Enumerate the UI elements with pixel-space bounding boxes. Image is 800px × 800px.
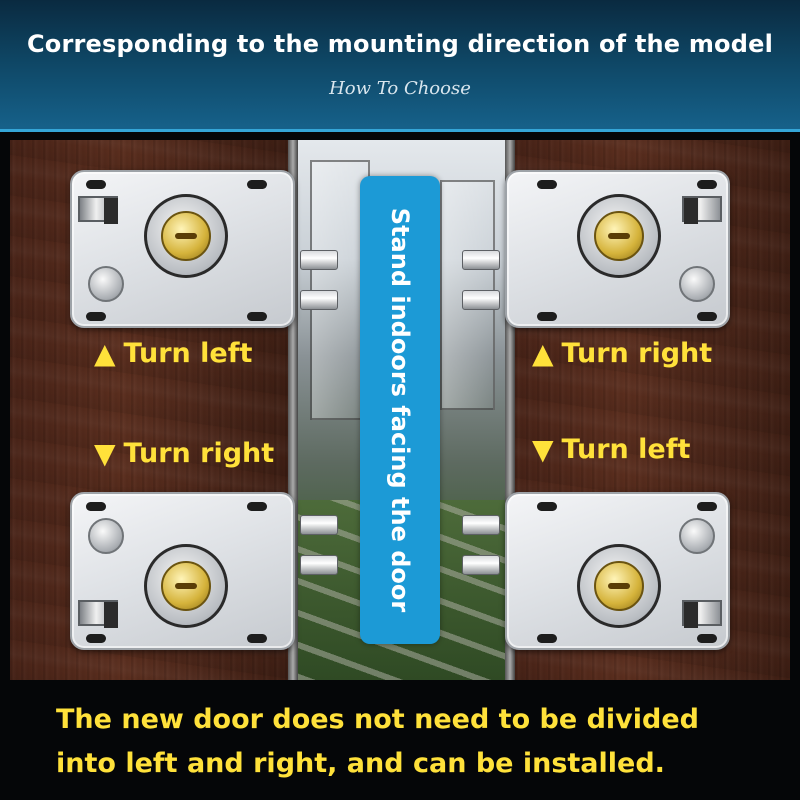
screw-hole — [247, 502, 267, 511]
screw-hole — [537, 502, 557, 511]
door-frame-right — [505, 140, 515, 680]
footer-line-2: into left and right, and can be installe… — [56, 748, 665, 779]
latch-slide — [682, 600, 722, 628]
lock-bolt — [462, 515, 500, 535]
header-subtitle: How To Choose — [329, 78, 471, 99]
caption-text: Turn left — [561, 434, 691, 465]
screw-hole — [86, 312, 106, 321]
caption-text: Turn left — [123, 338, 253, 369]
screw-hole — [697, 180, 717, 189]
screw-hole — [86, 502, 106, 511]
screw-hole — [697, 312, 717, 321]
door-scene: Stand indoors facing the door ▲ Turn lef… — [10, 140, 790, 680]
latch-slide — [682, 196, 722, 224]
key-cylinder — [577, 544, 661, 628]
lock-bolt — [462, 290, 500, 310]
lock-bottom-right — [505, 492, 730, 650]
screw-hole — [247, 180, 267, 189]
footer-note: The new door does not need to be divided… — [56, 698, 776, 786]
keyway — [608, 583, 630, 589]
screw-hole — [247, 634, 267, 643]
lock-top-left — [70, 170, 295, 328]
triangle-up-icon: ▲ — [532, 336, 554, 370]
screw-hole — [86, 180, 106, 189]
caption-text: Turn right — [123, 438, 275, 469]
triangle-up-icon: ▲ — [94, 336, 116, 370]
lock-top-right — [505, 170, 730, 328]
center-label-text: Stand indoors facing the door — [386, 207, 414, 613]
caption-bottom-left: ▼ Turn right — [94, 438, 274, 469]
thumb-knob-icon — [88, 518, 124, 554]
latch-slide — [78, 196, 118, 224]
thumb-knob-icon — [88, 266, 124, 302]
screw-hole — [697, 502, 717, 511]
lock-bolt — [300, 515, 338, 535]
screw-hole — [86, 634, 106, 643]
lock-bolt — [300, 250, 338, 270]
lock-bolt — [462, 250, 500, 270]
caption-top-right: ▲ Turn right — [532, 338, 712, 369]
screw-hole — [697, 634, 717, 643]
triangle-down-icon: ▼ — [94, 436, 116, 470]
key-cylinder — [577, 194, 661, 278]
caption-bottom-right: ▼ Turn left — [532, 434, 690, 465]
lock-bottom-left — [70, 492, 295, 650]
brass-core — [594, 561, 644, 611]
header-banner: Corresponding to the mounting direction … — [0, 0, 800, 132]
triangle-down-icon: ▼ — [532, 432, 554, 466]
door-frame-left — [288, 140, 298, 680]
key-cylinder — [144, 194, 228, 278]
keyway — [608, 233, 630, 239]
lock-bolt — [300, 555, 338, 575]
header-title: Corresponding to the mounting direction … — [26, 30, 774, 58]
screw-hole — [537, 634, 557, 643]
lock-bolt — [462, 555, 500, 575]
lock-bolt — [300, 290, 338, 310]
key-cylinder — [144, 544, 228, 628]
center-label-badge: Stand indoors facing the door — [360, 176, 440, 644]
caption-text: Turn right — [561, 338, 713, 369]
footer-line-1: The new door does not need to be divided — [56, 704, 699, 735]
caption-top-left: ▲ Turn left — [94, 338, 252, 369]
keyway — [175, 583, 197, 589]
thumb-knob-icon — [679, 266, 715, 302]
screw-hole — [537, 312, 557, 321]
thumb-knob-icon — [679, 518, 715, 554]
latch-slide — [78, 600, 118, 628]
screw-hole — [247, 312, 267, 321]
screw-hole — [537, 180, 557, 189]
keyway — [175, 233, 197, 239]
